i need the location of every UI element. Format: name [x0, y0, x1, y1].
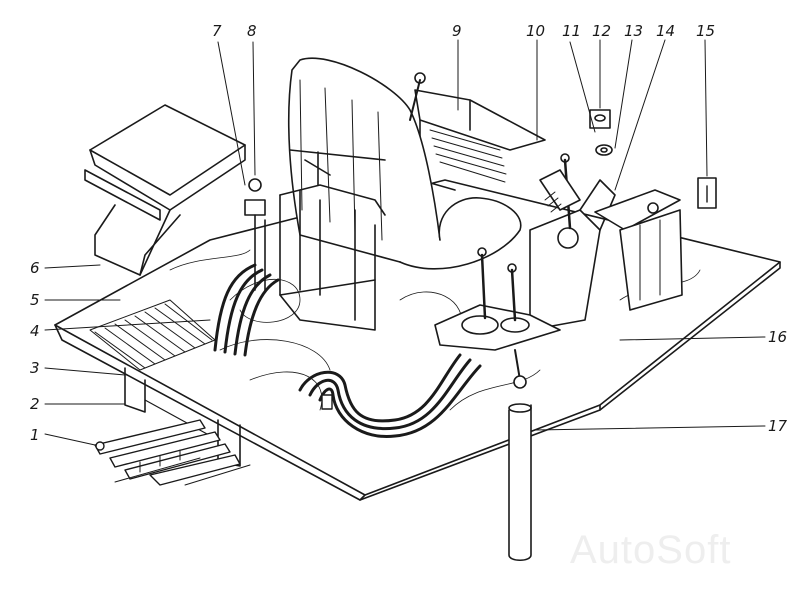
rails — [94, 419, 251, 486]
callout-1: 1 — [30, 426, 40, 444]
lever-group — [434, 247, 561, 389]
callout-10: 10 — [526, 22, 546, 40]
callout-2: 2 — [30, 395, 40, 413]
callout-6: 6 — [30, 259, 40, 277]
callout-5: 5 — [30, 291, 40, 309]
leader-lines — [44, 39, 766, 446]
support-leg — [508, 403, 532, 562]
left-step — [84, 104, 246, 276]
fasteners — [589, 109, 717, 209]
callout-13: 13 — [624, 22, 644, 40]
rear-box — [414, 89, 546, 191]
callout-11: 11 — [562, 22, 582, 40]
seat — [279, 57, 522, 331]
callout-16: 16 — [768, 328, 788, 346]
control-box — [529, 153, 683, 331]
callout-9: 9 — [452, 22, 462, 40]
cable-bundle — [298, 353, 482, 438]
callout-14: 14 — [656, 22, 676, 40]
callout-12: 12 — [592, 22, 612, 40]
left-floor-mat — [89, 299, 216, 371]
callout-8: 8 — [247, 22, 257, 40]
callout-4: 4 — [30, 322, 40, 340]
pedal-assembly — [213, 178, 280, 357]
callout-17: 17 — [768, 417, 788, 435]
floor-plate — [54, 179, 781, 501]
callout-3: 3 — [30, 359, 40, 377]
callout-7: 7 — [212, 22, 222, 40]
watermark: AutoSoft — [570, 528, 732, 572]
callout-15: 15 — [696, 22, 716, 40]
